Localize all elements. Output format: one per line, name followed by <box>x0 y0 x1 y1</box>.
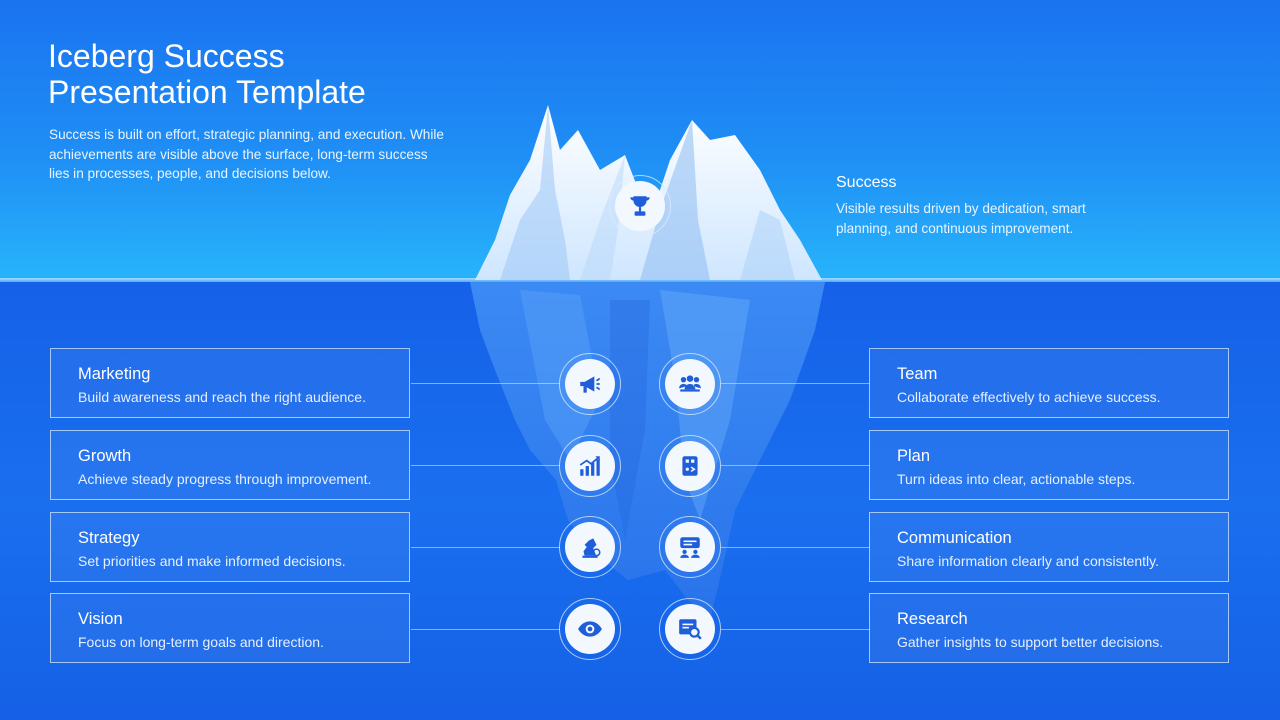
growth-card: Growth Achieve steady progress through i… <box>50 430 410 500</box>
card-description: Collaborate effectively to achieve succe… <box>897 389 1161 405</box>
card-description: Focus on long-term goals and direction. <box>78 634 324 650</box>
trophy-icon <box>630 196 650 216</box>
plan-icon-badge <box>659 435 721 497</box>
chat-icon <box>680 537 700 558</box>
connector-line <box>721 547 870 548</box>
strategy-card: Strategy Set priorities and make informe… <box>50 512 410 582</box>
connector-line <box>721 383 870 384</box>
card-heading: Strategy <box>78 529 140 547</box>
intro-text: Success is built on effort, strategic pl… <box>49 127 444 181</box>
success-icon-badge <box>609 175 671 237</box>
strategy-icon-badge <box>559 516 621 578</box>
team-icon-badge <box>659 353 721 415</box>
success-description: Visible results driven by dedication, sm… <box>836 201 1086 236</box>
card-heading: Plan <box>897 447 931 465</box>
vision-icon-badge <box>559 598 621 660</box>
eye-icon <box>578 621 602 637</box>
planning-board-icon <box>682 456 698 476</box>
connector-line <box>721 465 870 466</box>
card-description: Achieve steady progress through improvem… <box>78 471 372 487</box>
research-card: Research Gather insights to support bett… <box>869 593 1229 663</box>
card-heading: Research <box>897 610 968 628</box>
card-heading: Vision <box>78 610 123 628</box>
plan-card: Plan Turn ideas into clear, actionable s… <box>869 430 1229 500</box>
chess-knight-icon <box>582 538 601 558</box>
card-heading: Team <box>897 365 938 383</box>
card-heading: Growth <box>78 447 132 465</box>
card-description: Set priorities and make informed decisio… <box>78 553 346 569</box>
research-icon-badge <box>659 598 721 660</box>
iceberg-illustration <box>470 105 825 620</box>
success-heading: Success <box>836 174 897 191</box>
page-title: Iceberg Success Presentation Template <box>48 38 366 110</box>
connector-line <box>411 465 560 466</box>
card-description: Turn ideas into clear, actionable steps. <box>897 471 1136 487</box>
communication-icon-badge <box>659 516 721 578</box>
research-icon <box>679 619 702 640</box>
connector-line <box>411 547 560 548</box>
card-heading: Marketing <box>78 365 151 383</box>
card-description: Build awareness and reach the right audi… <box>78 389 366 405</box>
card-description: Share information clearly and consistent… <box>897 553 1159 569</box>
connector-line <box>721 629 870 630</box>
megaphone-icon <box>580 376 601 393</box>
connector-line <box>411 629 560 630</box>
growth-icon-badge <box>559 435 621 497</box>
card-description: Gather insights to support better decisi… <box>897 634 1164 650</box>
vision-card: Vision Focus on long-term goals and dire… <box>50 593 410 663</box>
marketing-card: Marketing Build awareness and reach the … <box>50 348 410 418</box>
team-icon <box>679 375 701 392</box>
marketing-icon-badge <box>559 353 621 415</box>
card-heading: Communication <box>897 529 1012 547</box>
growth-chart-icon <box>579 456 600 476</box>
communication-card: Communication Share information clearly … <box>869 512 1229 582</box>
connector-line <box>411 383 560 384</box>
team-card: Team Collaborate effectively to achieve … <box>869 348 1229 418</box>
